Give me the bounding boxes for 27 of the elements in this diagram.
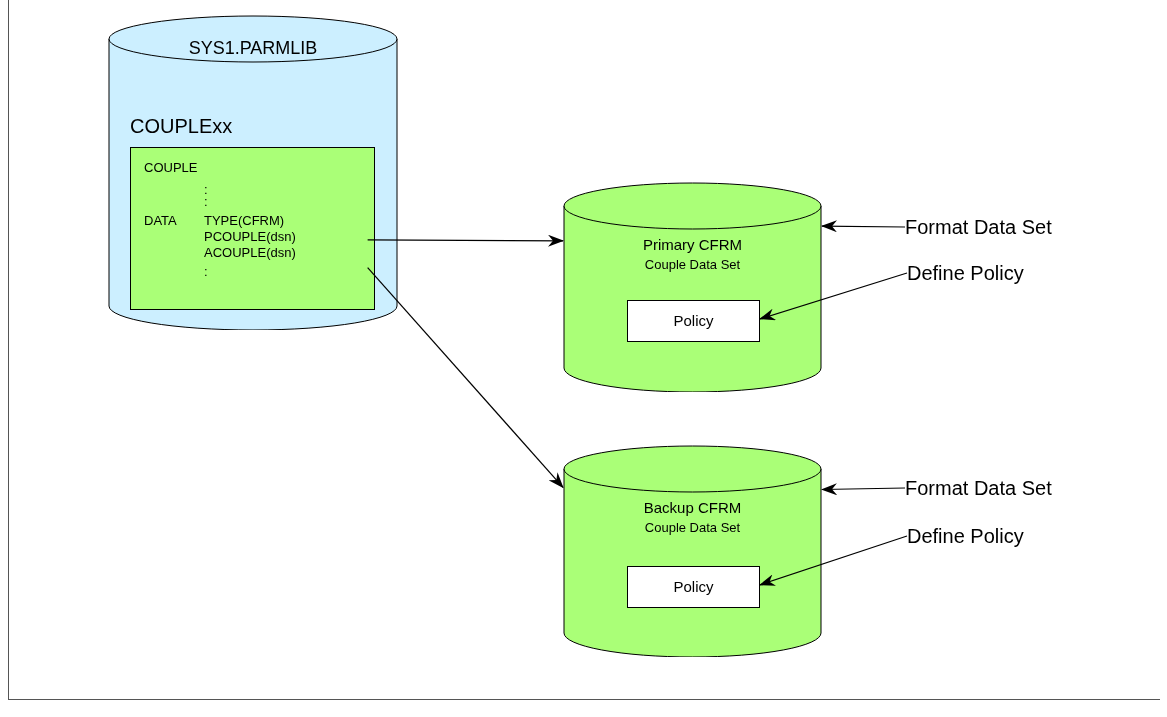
arrow xyxy=(367,234,564,247)
arrow xyxy=(821,220,906,233)
data-set-title: Primary CFRM xyxy=(642,236,743,253)
action-label: Define Policy xyxy=(907,522,1057,550)
policy-box: Policy xyxy=(627,566,760,608)
statement-text: DATA xyxy=(144,213,177,228)
data-set-subtitle: Couple Data Set xyxy=(644,256,741,274)
member-name: COUPLExx xyxy=(130,114,233,139)
statement-text: : xyxy=(204,182,208,197)
statement-text: : xyxy=(204,194,208,209)
statement-text: : xyxy=(204,264,208,279)
action-label: Format Data Set xyxy=(905,213,1090,241)
arrow xyxy=(759,535,908,586)
arrow xyxy=(821,483,906,496)
data-set-subtitle: Couple Data Set xyxy=(644,519,741,537)
member-box xyxy=(130,147,375,310)
statement-text: ACOUPLE(dsn) xyxy=(204,245,296,260)
action-label: Define Policy xyxy=(907,259,1057,287)
statement-text: PCOUPLE(dsn) xyxy=(204,229,296,244)
statement-text: TYPE(CFRM) xyxy=(204,213,285,228)
data-set-title: Backup CFRM xyxy=(643,499,742,516)
policy-box: Policy xyxy=(627,300,760,342)
cylinder-title: SYS1.PARMLIB xyxy=(187,37,319,60)
action-label: Format Data Set xyxy=(905,474,1090,502)
arrow xyxy=(367,267,564,489)
arrow xyxy=(759,272,908,321)
statement-text: COUPLE xyxy=(144,160,198,175)
